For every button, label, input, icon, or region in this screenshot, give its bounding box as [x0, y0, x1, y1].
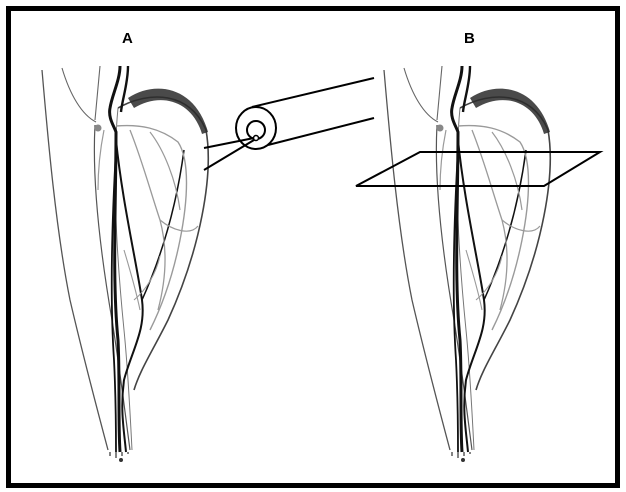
panel-a-anatomy [42, 66, 208, 462]
tube-cross-section-icon [204, 78, 374, 170]
panel-b-anatomy [384, 66, 550, 462]
